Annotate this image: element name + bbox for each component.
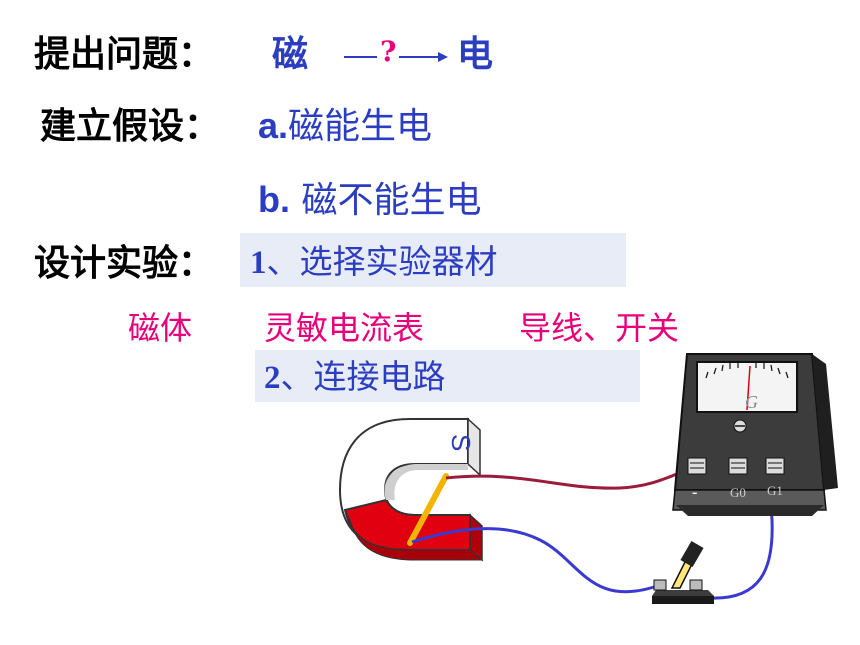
- question-mark: ?: [377, 38, 400, 66]
- step2-text: 2、连接电路: [264, 360, 446, 395]
- hypothesis-b: b. 磁不能生电: [258, 182, 481, 219]
- terminal-g1: [765, 457, 785, 475]
- step1-box: [240, 233, 626, 287]
- horseshoe-magnet: S: [338, 417, 484, 562]
- conductor-rod: [407, 473, 449, 546]
- step2-label: 、连接电路: [280, 357, 446, 396]
- step1-number: 1: [250, 245, 267, 281]
- terminal-minus: [687, 457, 707, 475]
- terminal-g0: [728, 457, 748, 475]
- question-magnet: 磁: [272, 33, 309, 75]
- meter-needle: [746, 365, 751, 411]
- experiment-label: 设计实验：: [34, 242, 215, 284]
- step1-label: 、选择实验器材: [266, 242, 498, 281]
- material-meter: 灵敏电流表: [264, 309, 425, 347]
- hypothesis-a: a.磁能生电: [258, 108, 432, 145]
- terminal-g0-label: G0: [730, 485, 746, 500]
- galvanometer: G - G0 G1: [672, 353, 838, 516]
- step2-number: 2: [264, 360, 281, 396]
- hypothesis-b-prefix: b.: [258, 179, 290, 220]
- hypothesis-a-text: 磁能生电: [288, 106, 433, 147]
- step1-text: 1、选择实验器材: [250, 245, 498, 280]
- question-label: 提出问题：: [34, 33, 215, 75]
- magnet-pole-label: S: [446, 434, 476, 451]
- hypothesis-a-prefix: a.: [258, 105, 289, 146]
- meter-dial-letter: G: [745, 392, 758, 412]
- step2-box: [255, 350, 640, 402]
- hypothesis-label: 建立假设：: [40, 105, 221, 147]
- question-electricity: 电: [457, 33, 494, 75]
- blue-wire: [411, 527, 661, 594]
- hypothesis-b-text: 磁不能生电: [301, 180, 482, 221]
- knife-switch: [652, 540, 714, 604]
- material-magnet: 磁体: [128, 309, 193, 347]
- material-wire-switch: 导线、开关: [519, 309, 680, 347]
- red-wire: [445, 464, 701, 490]
- terminal-minus-label: -: [692, 484, 697, 501]
- terminal-g1-label: G1: [767, 483, 783, 498]
